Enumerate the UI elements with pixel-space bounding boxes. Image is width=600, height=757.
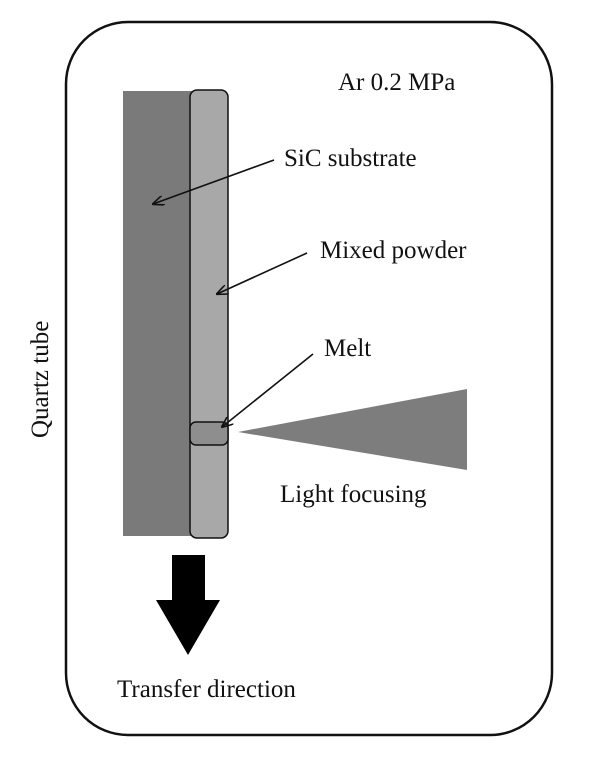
melt-leader-line bbox=[222, 353, 314, 427]
transfer-direction-arrow bbox=[156, 555, 220, 655]
label-quartz-tube: Quartz tube bbox=[27, 321, 54, 438]
quartz-tube-outline bbox=[64, 20, 554, 737]
light-beam bbox=[238, 389, 467, 470]
substrate-leader-line bbox=[153, 159, 275, 204]
label-melt: Melt bbox=[324, 335, 371, 362]
label-sic-substrate: SiC substrate bbox=[284, 145, 417, 172]
label-light-focusing: Light focusing bbox=[280, 481, 427, 508]
label-mixed-powder: Mixed powder bbox=[320, 237, 467, 264]
label-transfer-direction: Transfer direction bbox=[117, 676, 296, 703]
melt-zone bbox=[189, 421, 229, 446]
mixed-powder-rod bbox=[189, 89, 229, 539]
sic-substrate bbox=[123, 91, 194, 536]
label-atmosphere: Ar 0.2 MPa bbox=[338, 69, 455, 96]
powder-leader-line bbox=[217, 252, 308, 294]
